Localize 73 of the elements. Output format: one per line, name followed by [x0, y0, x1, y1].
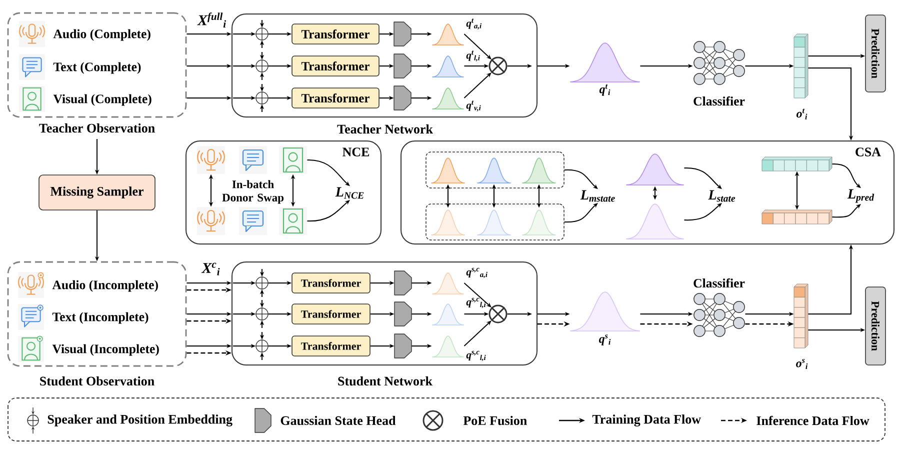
loss-label: L$_{mstate}$ — [580, 190, 615, 202]
note-label: In-batch Donor Swap — [222, 180, 284, 204]
plus-circle-symbol — [255, 339, 269, 353]
variable-label: q$^{s}$i — [599, 334, 611, 346]
legend-label: Training Data Flow — [592, 414, 701, 426]
input-label: X$^{full}$i — [197, 12, 226, 28]
loss-label: L$_{NCE}$ — [335, 187, 364, 199]
modality-label: Audio (Incomplete) — [52, 280, 158, 292]
gaussian-curve — [626, 204, 684, 240]
modality-label: Visual (Incomplete) — [52, 344, 159, 356]
process-box: Missing Sampler — [38, 174, 156, 210]
prediction-box: Prediction — [865, 14, 886, 92]
variable-label: o$^{s}$i — [796, 359, 808, 369]
loss-label: L$_{state}$ — [708, 190, 736, 202]
plus-circle-symbol — [255, 276, 269, 290]
vector-bar — [762, 210, 832, 224]
modality-label: Text (Complete) — [53, 62, 141, 74]
plus-circle-symbol — [255, 307, 269, 321]
gaussian-curve — [522, 210, 556, 236]
cross-circle-symbol — [488, 304, 508, 324]
dashed-group-box — [426, 204, 564, 240]
gaussian-curve — [431, 158, 465, 184]
transformer-box: Transformer — [292, 336, 370, 356]
modality-label: Audio (Complete) — [53, 29, 150, 41]
caption-label: Classifier — [694, 96, 745, 106]
gaussian-curve — [431, 210, 465, 236]
dashed-group-box — [426, 152, 564, 188]
input-label: X$^{c}$i — [201, 262, 220, 276]
microphone-icon — [197, 146, 226, 174]
portrait-icon — [279, 207, 307, 235]
group-title: Teacher Network — [337, 124, 433, 134]
microphone-icon — [197, 207, 226, 235]
modality-label: Visual (Complete) — [53, 94, 152, 106]
gaussian-curve — [626, 154, 684, 186]
legend-label: Inference Data Flow — [756, 416, 870, 426]
portrait-icon — [279, 146, 307, 174]
loss-label: L$_{pred}$ — [847, 189, 874, 203]
legend-label: Gaussian State Head — [280, 416, 396, 426]
gaussian-curve — [477, 210, 511, 236]
plus-circle-symbol — [255, 59, 269, 73]
modality-label: Text (Incomplete) — [52, 312, 148, 324]
group-title: Student Observation — [40, 376, 154, 386]
state-head-block — [394, 270, 412, 296]
prediction-box: Prediction — [865, 286, 886, 366]
state-head-block — [394, 22, 412, 46]
cross-circle-symbol — [488, 56, 508, 76]
group-title: Teacher Observation — [39, 123, 155, 133]
transformer-box: Transformer — [292, 24, 380, 44]
gaussian-curve — [477, 158, 511, 184]
state-head-block — [394, 54, 412, 78]
chat-bubble-icon — [239, 207, 268, 235]
variable-label: o$^{t}$i — [796, 108, 808, 120]
arrow — [464, 72, 492, 98]
group-title: Student Network — [338, 376, 432, 386]
state-head-block — [394, 86, 412, 110]
legend-label: Speaker and Position Embedding — [48, 414, 232, 426]
variable-label: q$^{t}$i — [599, 84, 610, 96]
vector-bar — [762, 156, 832, 172]
state-head-block — [394, 302, 412, 326]
plus-circle-symbol — [255, 27, 269, 41]
gaussian-curve — [522, 158, 556, 184]
chat-bubble-icon — [239, 146, 268, 174]
legend-label: PoE Fusion — [463, 416, 527, 426]
transformer-box: Transformer — [292, 56, 380, 76]
transformer-box: Transformer — [292, 272, 370, 294]
state-head-block — [394, 334, 412, 358]
arrow — [464, 320, 492, 346]
caption-label: Classifier — [694, 278, 745, 288]
transformer-box: Transformer — [292, 88, 380, 108]
panel-title: CSA — [856, 148, 881, 156]
panel-title: NCE — [342, 148, 370, 156]
plus-circle-symbol — [255, 91, 269, 105]
transformer-box: Transformer — [292, 304, 370, 324]
